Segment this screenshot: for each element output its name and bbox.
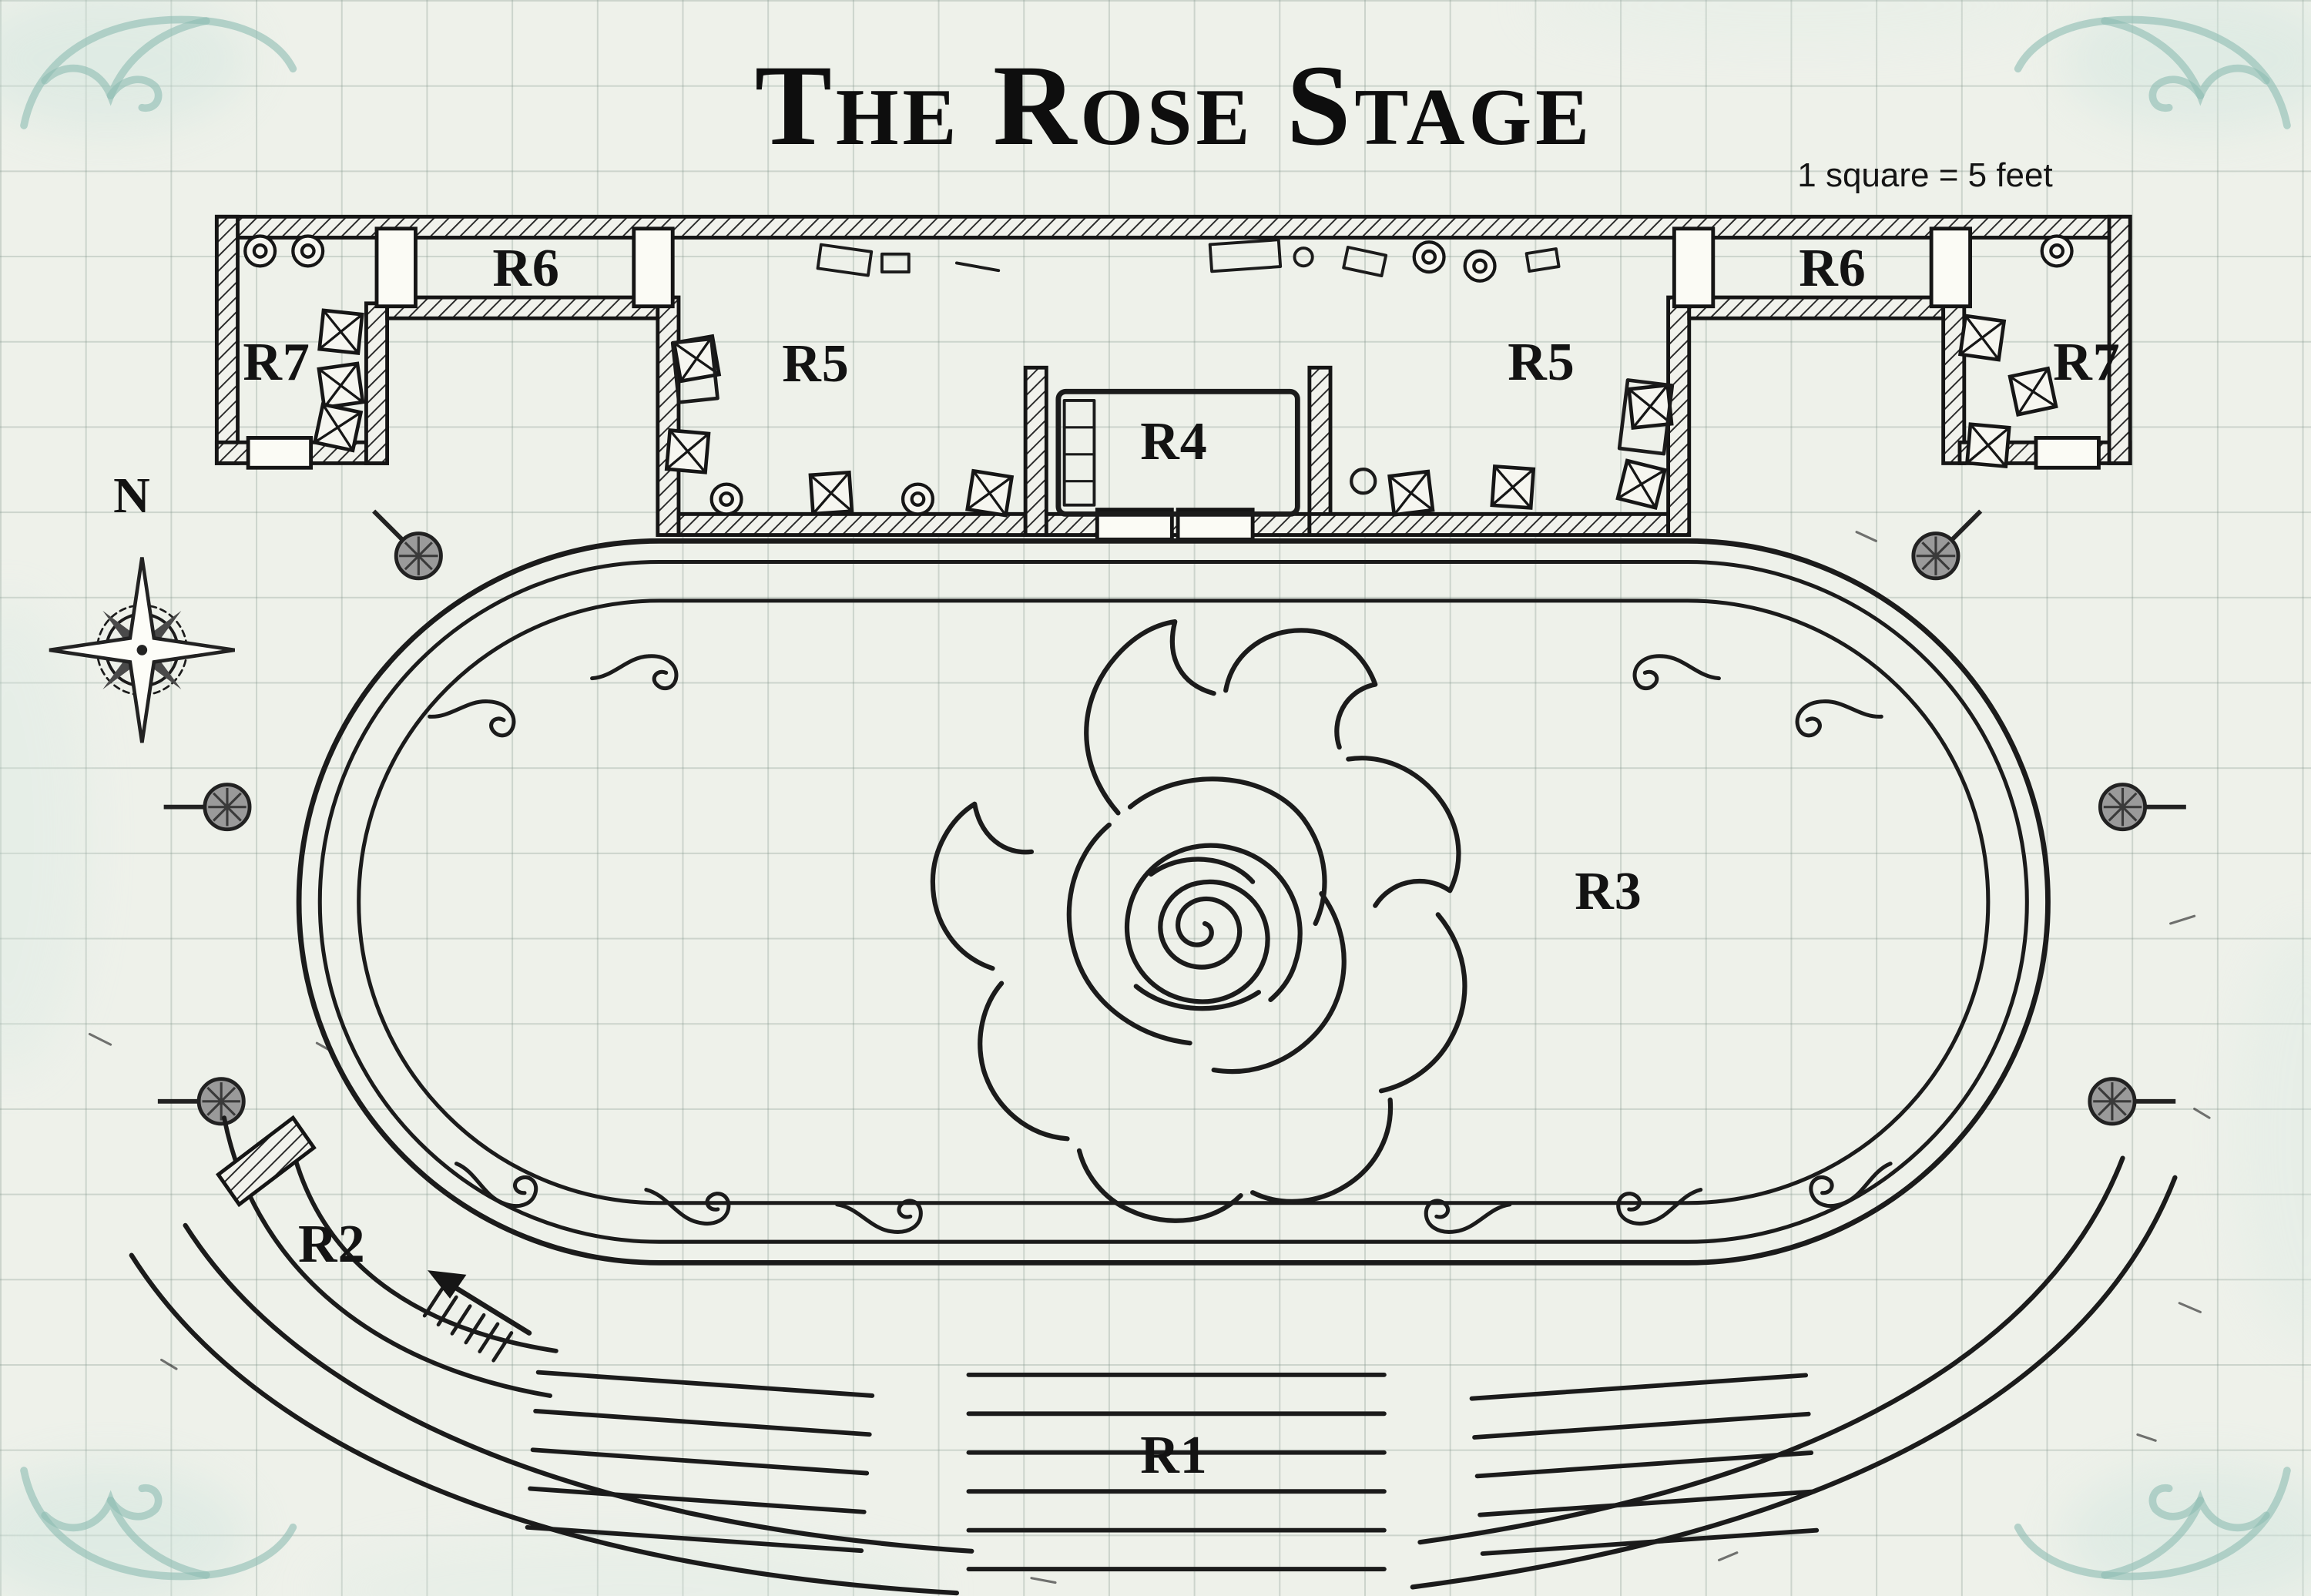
page-title: The Rose Stage — [754, 41, 1594, 169]
corner-flourish-icon — [0, 0, 293, 132]
corner-flourish-icon — [2018, 0, 2311, 132]
table-icon — [1055, 388, 1300, 517]
crate-icon — [1957, 314, 2007, 362]
wall-segments — [214, 214, 2132, 537]
bench-rows-center — [966, 1372, 1387, 1571]
room-label-r3: R3 — [1575, 862, 1642, 922]
wave-ornament-icon — [1633, 651, 1719, 689]
rose-icon — [930, 619, 1467, 1223]
crate-icon — [317, 308, 364, 355]
crate-icon — [1615, 458, 1668, 510]
crate-icon — [1490, 464, 1536, 510]
room-label-r4: R4 — [1140, 411, 1208, 471]
crate-icon — [965, 468, 1015, 518]
bench-rows-right — [1469, 1373, 1820, 1556]
bench-rows-left — [525, 1370, 875, 1554]
backstage-building — [214, 214, 2132, 542]
crate-icon — [1387, 469, 1435, 517]
prop-clutter — [670, 238, 1675, 495]
compass-north-label: N — [113, 468, 150, 525]
wave-ornament-icon — [592, 651, 678, 689]
torch-icon — [2081, 1054, 2175, 1148]
wave-ornament-icon — [429, 689, 518, 737]
speck-marks — [88, 531, 2211, 1584]
ramp-wall-wedge — [215, 1115, 317, 1208]
wave-ornament-icon — [643, 1186, 730, 1226]
seating-area — [129, 1155, 2178, 1596]
stage-oval — [296, 538, 2051, 1266]
crate-icon — [808, 470, 854, 516]
compass-rose-icon — [49, 558, 235, 743]
torch-icon — [164, 759, 259, 854]
barrel-icon — [243, 234, 277, 268]
torch-icon — [374, 511, 441, 578]
torch-icon — [2091, 759, 2185, 854]
crate-icon — [317, 361, 365, 410]
room-label-r5-right: R5 — [1508, 333, 1575, 393]
barrel-icon — [1412, 240, 1446, 274]
wave-ornament-icon — [1794, 689, 1883, 737]
stairs-icon — [422, 1286, 514, 1363]
barrel-icon — [1463, 249, 1497, 283]
corner-flourish-icon — [0, 1464, 293, 1596]
torch-icons — [158, 511, 2186, 1149]
arrow-icon — [427, 1270, 532, 1336]
crate-icon — [672, 334, 722, 384]
crate-icon — [1627, 383, 1674, 430]
crate-icon — [1965, 422, 2011, 468]
torch-icon — [1914, 511, 1981, 578]
torch-icon — [158, 1054, 253, 1148]
wave-ornament-icon — [1617, 1186, 1703, 1226]
barrel-icon — [901, 482, 935, 516]
corner-flourish-icon — [2018, 1464, 2311, 1596]
room-label-r5-left: R5 — [782, 334, 850, 394]
wave-ornament-icon — [837, 1201, 921, 1232]
ramp-r2 — [215, 1115, 558, 1398]
room-label-r6-right: R6 — [1799, 239, 1867, 299]
scale-note: 1 square = 5 feet — [1797, 156, 2053, 194]
wave-ornament-icon — [1426, 1201, 1510, 1232]
crate-icon — [312, 402, 364, 453]
crate-icon — [664, 428, 711, 474]
barrel-icon — [2040, 234, 2074, 268]
room-label-r2: R2 — [298, 1215, 366, 1275]
barrel-icon — [709, 482, 743, 516]
room-label-r7-left: R7 — [243, 333, 310, 393]
barrel-icons — [243, 234, 2074, 516]
seating-arcs — [129, 1155, 2178, 1596]
crate-icons — [312, 308, 2058, 518]
room-label-r7-right: R7 — [2053, 333, 2121, 393]
room-label-r6-left: R6 — [492, 239, 560, 299]
barrel-icon — [291, 234, 325, 268]
room-label-r1: R1 — [1140, 1425, 1208, 1485]
crate-icon — [2007, 366, 2058, 417]
